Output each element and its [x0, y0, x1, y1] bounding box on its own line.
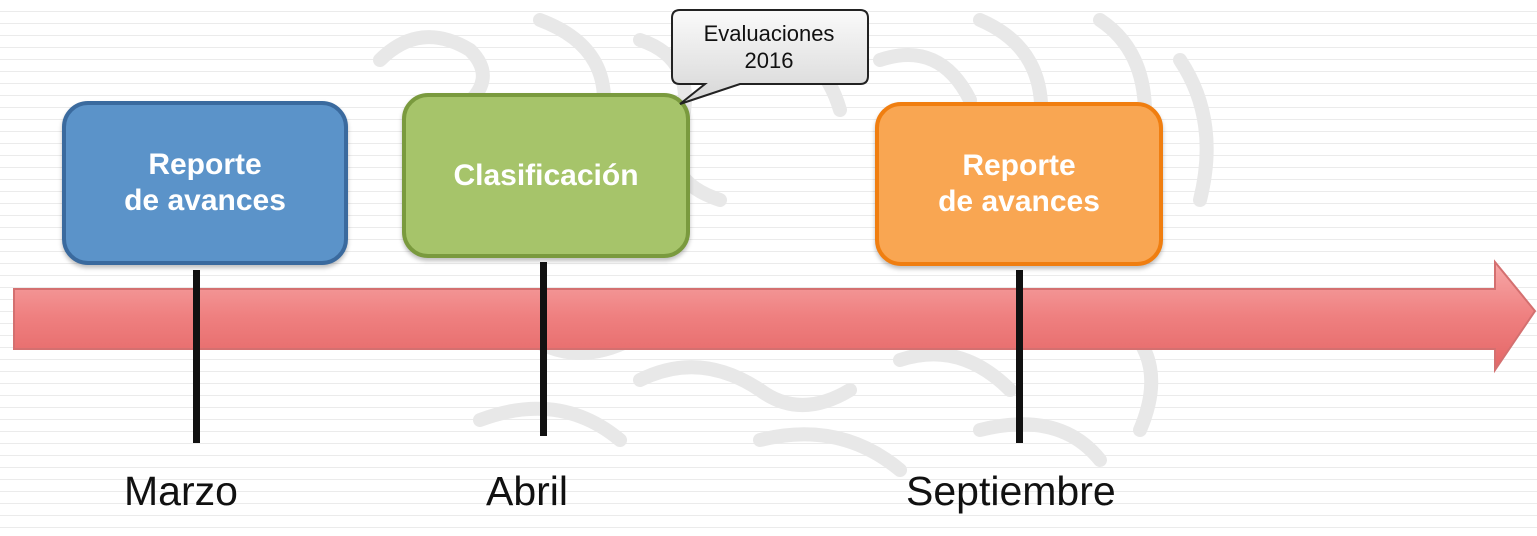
milestone-tick-septiembre — [1016, 270, 1023, 443]
milestone-tick-marzo — [193, 270, 200, 443]
milestone-box-label: Reporte de avances — [938, 149, 1100, 218]
month-label-abril: Abril — [486, 468, 569, 514]
milestone-box-label: Clasificación — [453, 158, 639, 192]
callout-text: Evaluaciones 2016 — [703, 21, 835, 73]
month-label-septiembre: Septiembre — [906, 468, 1116, 514]
callout-shape — [671, 9, 869, 105]
milestone-box-marzo: Reporte de avances — [62, 101, 348, 265]
milestone-tick-abril — [540, 262, 547, 436]
milestone-box-septiembre: Reporte de avances — [875, 102, 1163, 266]
timeline-arrow-shape — [13, 259, 1537, 374]
month-label-marzo: Marzo — [124, 468, 238, 514]
milestone-box-label: Reporte de avances — [124, 148, 286, 217]
milestone-box-abril: Clasificación — [402, 93, 690, 258]
